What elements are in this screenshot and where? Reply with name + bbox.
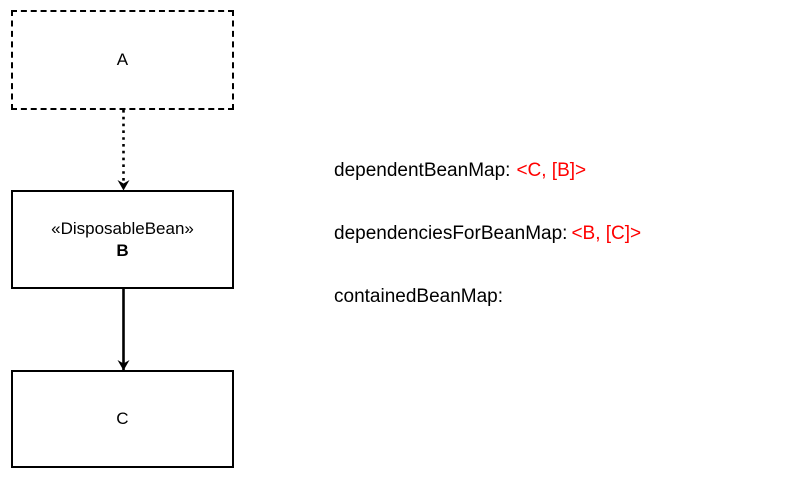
uml-node-c[interactable]: C bbox=[11, 370, 234, 468]
annotation-row-dependencies-for-bean-map: dependenciesForBeanMap:<B, [C]> bbox=[334, 223, 794, 286]
uml-node-b-label: B bbox=[116, 240, 129, 260]
annotation-key-dependent-bean-map: dependentBeanMap: bbox=[334, 160, 511, 181]
annotation-value-dependent-bean-map: <C, [B]> bbox=[516, 160, 587, 181]
annotation-key-dependencies-for-bean-map: dependenciesForBeanMap: bbox=[334, 223, 568, 244]
uml-node-c-label: C bbox=[116, 409, 129, 428]
bean-map-annotations: dependentBeanMap:<C, [B]> dependenciesFo… bbox=[334, 160, 794, 349]
annotation-row-dependent-bean-map: dependentBeanMap:<C, [B]> bbox=[334, 160, 794, 223]
annotation-value-dependencies-for-bean-map: <B, [C]> bbox=[571, 223, 642, 244]
annotation-key-contained-bean-map: containedBeanMap: bbox=[334, 286, 504, 307]
uml-node-a[interactable]: A bbox=[11, 10, 234, 110]
uml-node-b[interactable]: «DisposableBean» B bbox=[11, 190, 234, 289]
uml-node-a-label: A bbox=[116, 50, 129, 69]
uml-node-b-stereotype: «DisposableBean» bbox=[51, 218, 194, 238]
annotation-row-contained-bean-map: containedBeanMap: bbox=[334, 286, 794, 349]
